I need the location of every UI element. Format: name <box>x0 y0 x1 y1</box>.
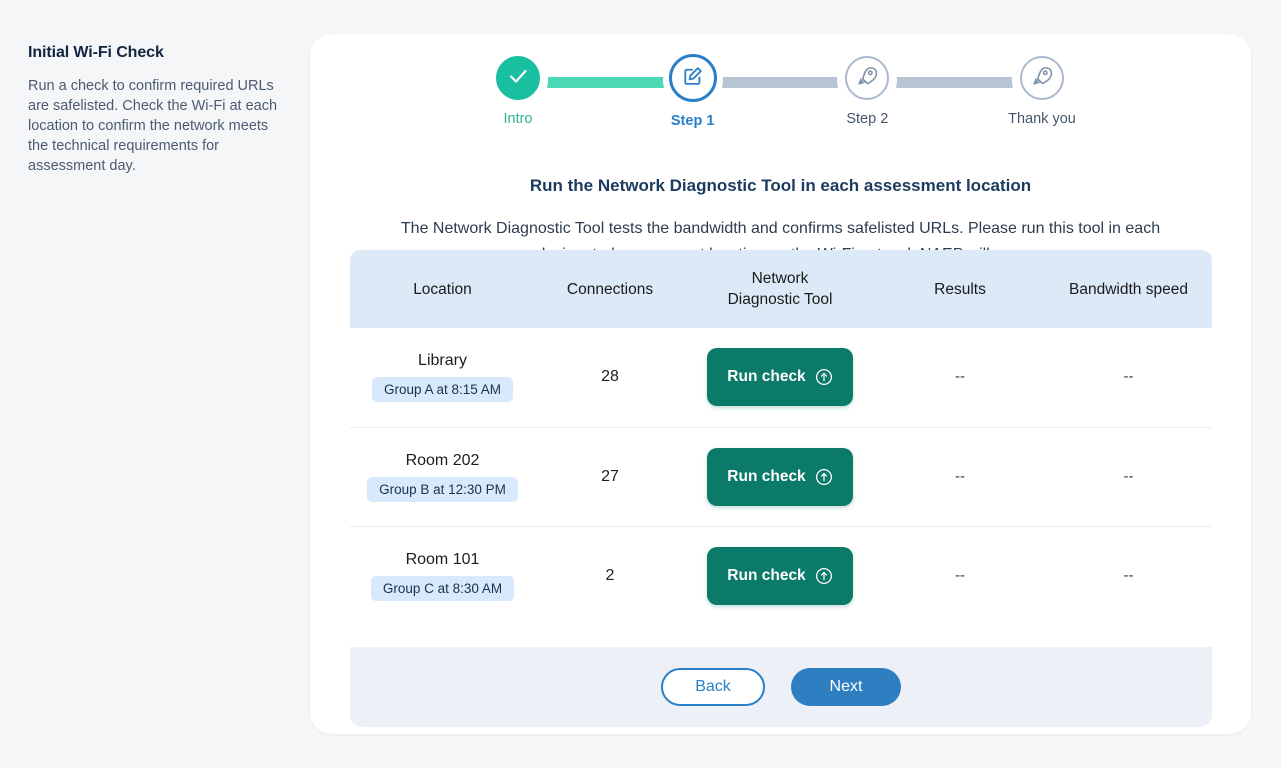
step-label-step-1: Step 1 <box>670 113 715 129</box>
bandwidth-value: -- <box>1123 368 1134 386</box>
step-item-thank-you[interactable]: Thank you <box>994 50 1090 129</box>
run-check-label: Run check <box>727 566 806 584</box>
main-card: Intro Step 1 <box>310 34 1251 734</box>
cell-location: Room 101 Group C at 8:30 AM <box>350 526 535 625</box>
check-icon <box>506 64 530 93</box>
table-row: Room 101 Group C at 8:30 AM 2 Run check <box>350 526 1212 625</box>
results-value: -- <box>955 566 965 584</box>
cell-action: Run check <box>685 328 875 428</box>
stepper-track <box>492 77 1068 88</box>
column-header-ndt-line1: Network <box>751 270 809 287</box>
column-header-location: Location <box>350 250 535 328</box>
bandwidth-value: -- <box>1123 566 1134 584</box>
connections-count: 27 <box>601 467 619 485</box>
cell-location: Room 202 Group B at 12:30 PM <box>350 427 535 527</box>
cell-action: Run check <box>685 427 875 527</box>
page-title: Run the Network Diagnostic Tool in each … <box>529 176 1032 195</box>
step-item-step-2[interactable]: Step 2 <box>819 50 915 129</box>
table-row: Room 202 Group B at 12:30 PM 27 Run chec… <box>350 427 1212 527</box>
connections-count: 2 <box>605 566 615 584</box>
cell-results: -- <box>875 328 1045 428</box>
arrow-up-circle-icon <box>815 567 833 585</box>
location-name: Library <box>418 352 467 370</box>
step-item-intro[interactable]: Intro <box>470 50 566 129</box>
step-label-step-2: Step 2 <box>846 111 889 127</box>
location-name: Room 202 <box>405 451 480 469</box>
cell-bandwidth: -- <box>1045 427 1212 527</box>
side-panel-title: Initial Wi-Fi Check <box>28 44 164 61</box>
run-check-button[interactable]: Run check <box>707 447 853 506</box>
stepper-items: Intro Step 1 <box>470 50 1090 129</box>
stepper-connector-3 <box>876 77 1068 88</box>
step-circle-step-1[interactable] <box>668 54 717 102</box>
cell-connections: 27 <box>535 427 685 527</box>
rocket-icon <box>856 65 878 92</box>
table-header-row: Location Connections Network Diagnostic … <box>350 250 1212 328</box>
diagnostics-table: Location Connections Network Diagnostic … <box>350 250 1212 625</box>
cell-connections: 28 <box>535 328 685 428</box>
table-row: Library Group A at 8:15 AM 28 Run check <box>350 328 1212 428</box>
back-button[interactable]: Back <box>661 668 765 706</box>
run-check-label: Run check <box>727 467 806 485</box>
location-schedule-badge: Group C at 8:30 AM <box>370 575 515 601</box>
stepper-connector-2 <box>684 77 876 88</box>
column-header-bandwidth-speed: Bandwidth speed <box>1045 250 1212 328</box>
bandwidth-value: -- <box>1123 467 1134 485</box>
progress-stepper: Intro Step 1 <box>470 50 1090 152</box>
column-header-results: Results <box>875 250 1045 328</box>
run-check-label: Run check <box>727 368 806 386</box>
results-value: -- <box>955 467 965 485</box>
step-circle-thank-you[interactable] <box>1019 56 1064 100</box>
step-label-thank-you: Thank you <box>1008 111 1076 127</box>
run-check-button[interactable]: Run check <box>707 546 853 605</box>
rocket-icon <box>1031 65 1053 92</box>
next-button[interactable]: Next <box>791 668 901 706</box>
step-circle-intro[interactable] <box>496 56 540 100</box>
run-check-button[interactable]: Run check <box>707 348 853 407</box>
column-header-connections: Connections <box>535 250 685 328</box>
cell-action: Run check <box>685 526 875 625</box>
edit-pencil-icon <box>682 65 704 92</box>
cell-bandwidth: -- <box>1045 526 1212 625</box>
location-schedule-badge: Group B at 12:30 PM <box>367 476 518 502</box>
wizard-footer: Back Next <box>350 647 1212 727</box>
side-info-panel: Initial Wi-Fi Check Run a check to confi… <box>28 44 278 176</box>
arrow-up-circle-icon <box>815 468 833 486</box>
location-schedule-badge: Group A at 8:15 AM <box>371 377 514 403</box>
step-item-step-1[interactable]: Step 1 <box>645 50 741 129</box>
side-panel-body: Run a check to confirm required URLs are… <box>28 78 278 174</box>
column-header-network-diagnostic-tool: Network Diagnostic Tool <box>685 250 875 328</box>
cell-results: -- <box>875 427 1045 527</box>
cell-bandwidth: -- <box>1045 328 1212 428</box>
connections-count: 28 <box>601 368 619 386</box>
cell-connections: 2 <box>535 526 685 625</box>
cell-results: -- <box>875 526 1045 625</box>
stepper-connector-1 <box>492 77 684 88</box>
location-name: Room 101 <box>405 550 480 568</box>
column-header-ndt-line2: Diagnostic Tool <box>727 291 833 308</box>
arrow-up-circle-icon <box>815 368 833 386</box>
cell-location: Library Group A at 8:15 AM <box>350 328 535 428</box>
step-circle-step-2[interactable] <box>845 56 890 100</box>
results-value: -- <box>955 368 965 386</box>
step-label-intro: Intro <box>503 111 533 127</box>
